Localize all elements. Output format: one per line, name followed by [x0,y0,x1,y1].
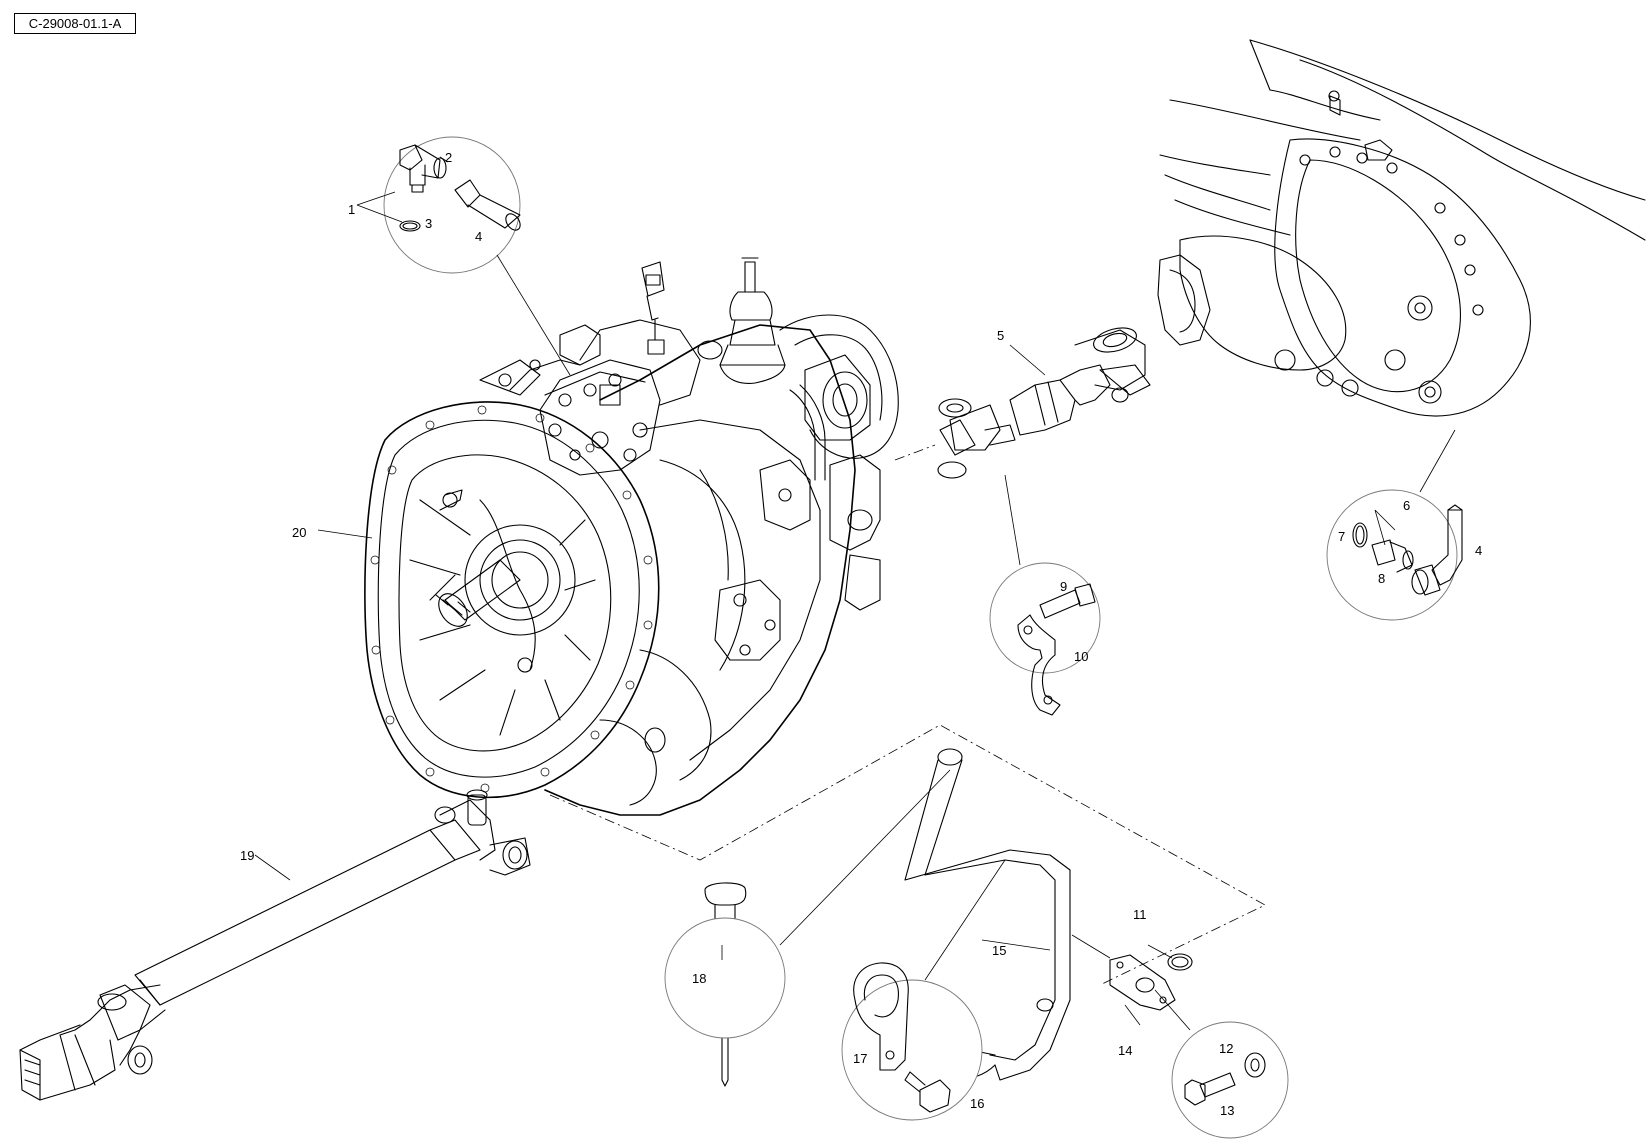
callout-12: 12 [1219,1041,1233,1056]
detail-circle-clip [841,859,1006,1121]
callout-13: 13 [1220,1103,1234,1118]
o-ring-7 [1352,522,1368,548]
detail-circle-fittings-right [1326,429,1458,621]
gasket-14 [1109,954,1176,1011]
propshaft-front [937,327,1151,479]
clip-17 [853,962,909,1071]
callout-14: 14 [1118,1043,1132,1058]
washer-12 [1244,1052,1266,1078]
callout-4: 4 [475,229,482,244]
bolt-13 [1184,1072,1236,1106]
rear-axle-housing [1157,39,1646,417]
elbow-fitting [399,144,447,193]
dipstick-tube [904,748,1071,1081]
detail-circle-fittings-top [383,136,571,376]
callout-6: 6 [1403,498,1410,513]
o-ring-3 [399,220,421,232]
callout-20: 20 [292,525,306,540]
callout-2: 2 [445,150,452,165]
bolt-9 [1039,583,1096,619]
callout-7: 7 [1338,529,1345,544]
callout-19: 19 [240,848,254,863]
callout-8: 8 [1378,571,1385,586]
callout-1: 1 [348,202,355,217]
callout-17: 17 [853,1051,867,1066]
callout-16: 16 [970,1096,984,1111]
callout-10: 10 [1074,649,1088,664]
assembly-lines [549,444,1266,986]
callout-4: 4 [1475,543,1482,558]
detail-circle-dipstick [664,769,951,1039]
propshaft-rear [19,789,531,1101]
hose-end-4-top [454,179,521,231]
o-ring-11 [1167,953,1193,971]
callout-15: 15 [992,943,1006,958]
reference-code-label: C-29008-01.1-A [14,13,136,34]
callout-11: 11 [1133,907,1147,922]
detail-circle-clamp [989,474,1101,674]
callout-18: 18 [692,971,706,986]
callout-3: 3 [425,216,432,231]
transmission-housing [364,257,899,816]
callout-9: 9 [1060,579,1067,594]
callout-5: 5 [997,328,1004,343]
detail-circle-bolt-washer [1154,989,1289,1139]
leader-lines [254,156,1396,1026]
hose-end-4-right [1411,504,1463,596]
bolt-16 [904,1071,951,1113]
clamp-10 [1017,614,1061,716]
callout-numbers: 1 2 3 4 5 6 7 8 4 9 10 11 12 13 14 15 16… [240,150,1482,1118]
